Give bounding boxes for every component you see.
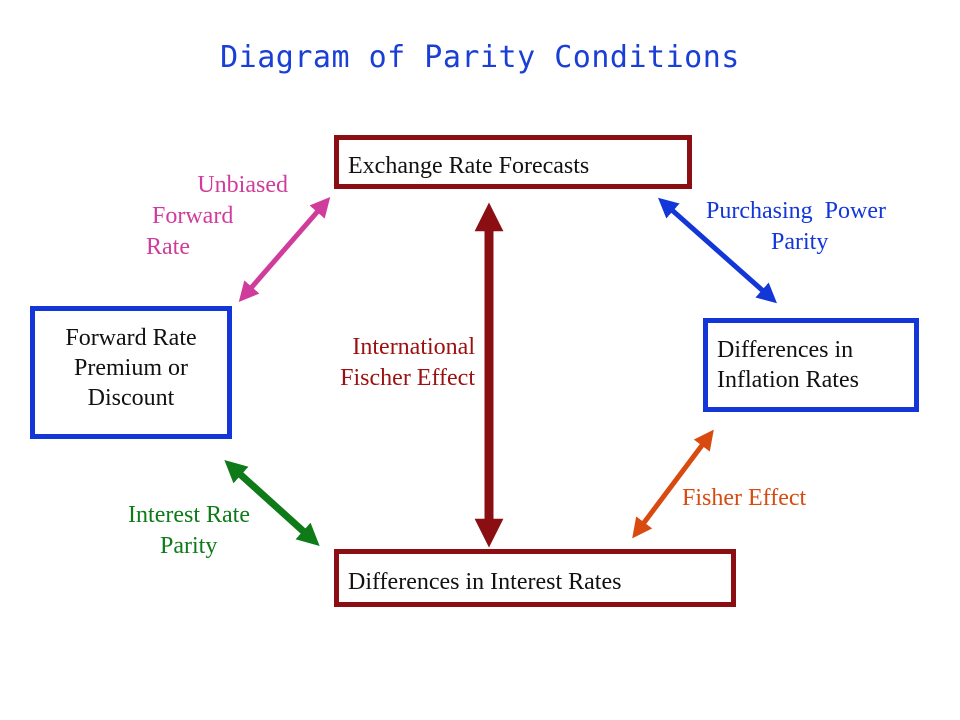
page-title: Diagram of Parity Conditions	[220, 40, 740, 75]
interest-differences-box: Differences in Interest Rates	[334, 549, 736, 607]
irp-label-line-1: Interest Rate	[128, 502, 250, 528]
ppp-label-line-2: Parity	[771, 229, 829, 255]
inflation-box-line-2: Inflation Rates	[717, 367, 859, 393]
interest-rate-parity-arrow	[224, 459, 320, 547]
unbiased-label-line-2: Forward	[152, 203, 234, 229]
exchange-box-line-1: Exchange Rate Forecasts	[348, 153, 590, 179]
ife-label-line-1: International	[352, 334, 475, 360]
purchasing-power-parity-label: Purchasing Power Parity	[706, 196, 946, 258]
forward-box-line-1: Forward Rate	[65, 325, 197, 351]
unbiased-label-line-3: Rate	[146, 234, 190, 260]
inflation-differences-box: Differences in Inflation Rates	[703, 318, 919, 412]
interest-rate-parity-label: Interest Rate Parity	[88, 500, 250, 562]
unbiased-forward-rate-arrow	[238, 196, 331, 303]
inflation-box-line-1: Differences in	[717, 337, 854, 363]
fisher-effect-label: Fisher Effect	[682, 483, 882, 514]
exchange-rate-forecasts-box: Exchange Rate Forecasts	[334, 135, 692, 189]
ppp-label-line-1: Purchasing Power	[706, 198, 886, 224]
interest-box-line-1: Differences in Interest Rates	[348, 569, 622, 595]
unbiased-forward-rate-label: Unbiased Forward Rate	[130, 170, 288, 263]
international-fischer-effect-label: International Fischer Effect	[290, 332, 475, 394]
fisher-label-line-1: Fisher Effect	[682, 485, 807, 511]
forward-rate-premium-box: Forward Rate Premium or Discount	[30, 306, 232, 439]
purchasing-power-parity-arrow	[658, 197, 777, 304]
forward-box-line-3: Discount	[87, 385, 175, 411]
unbiased-label-line-1: Unbiased	[197, 172, 288, 198]
ife-label-line-2: Fischer Effect	[340, 365, 475, 391]
forward-box-line-2: Premium or	[74, 355, 188, 381]
fisher-effect-arrow	[632, 429, 714, 539]
irp-label-line-2: Parity	[160, 533, 218, 559]
